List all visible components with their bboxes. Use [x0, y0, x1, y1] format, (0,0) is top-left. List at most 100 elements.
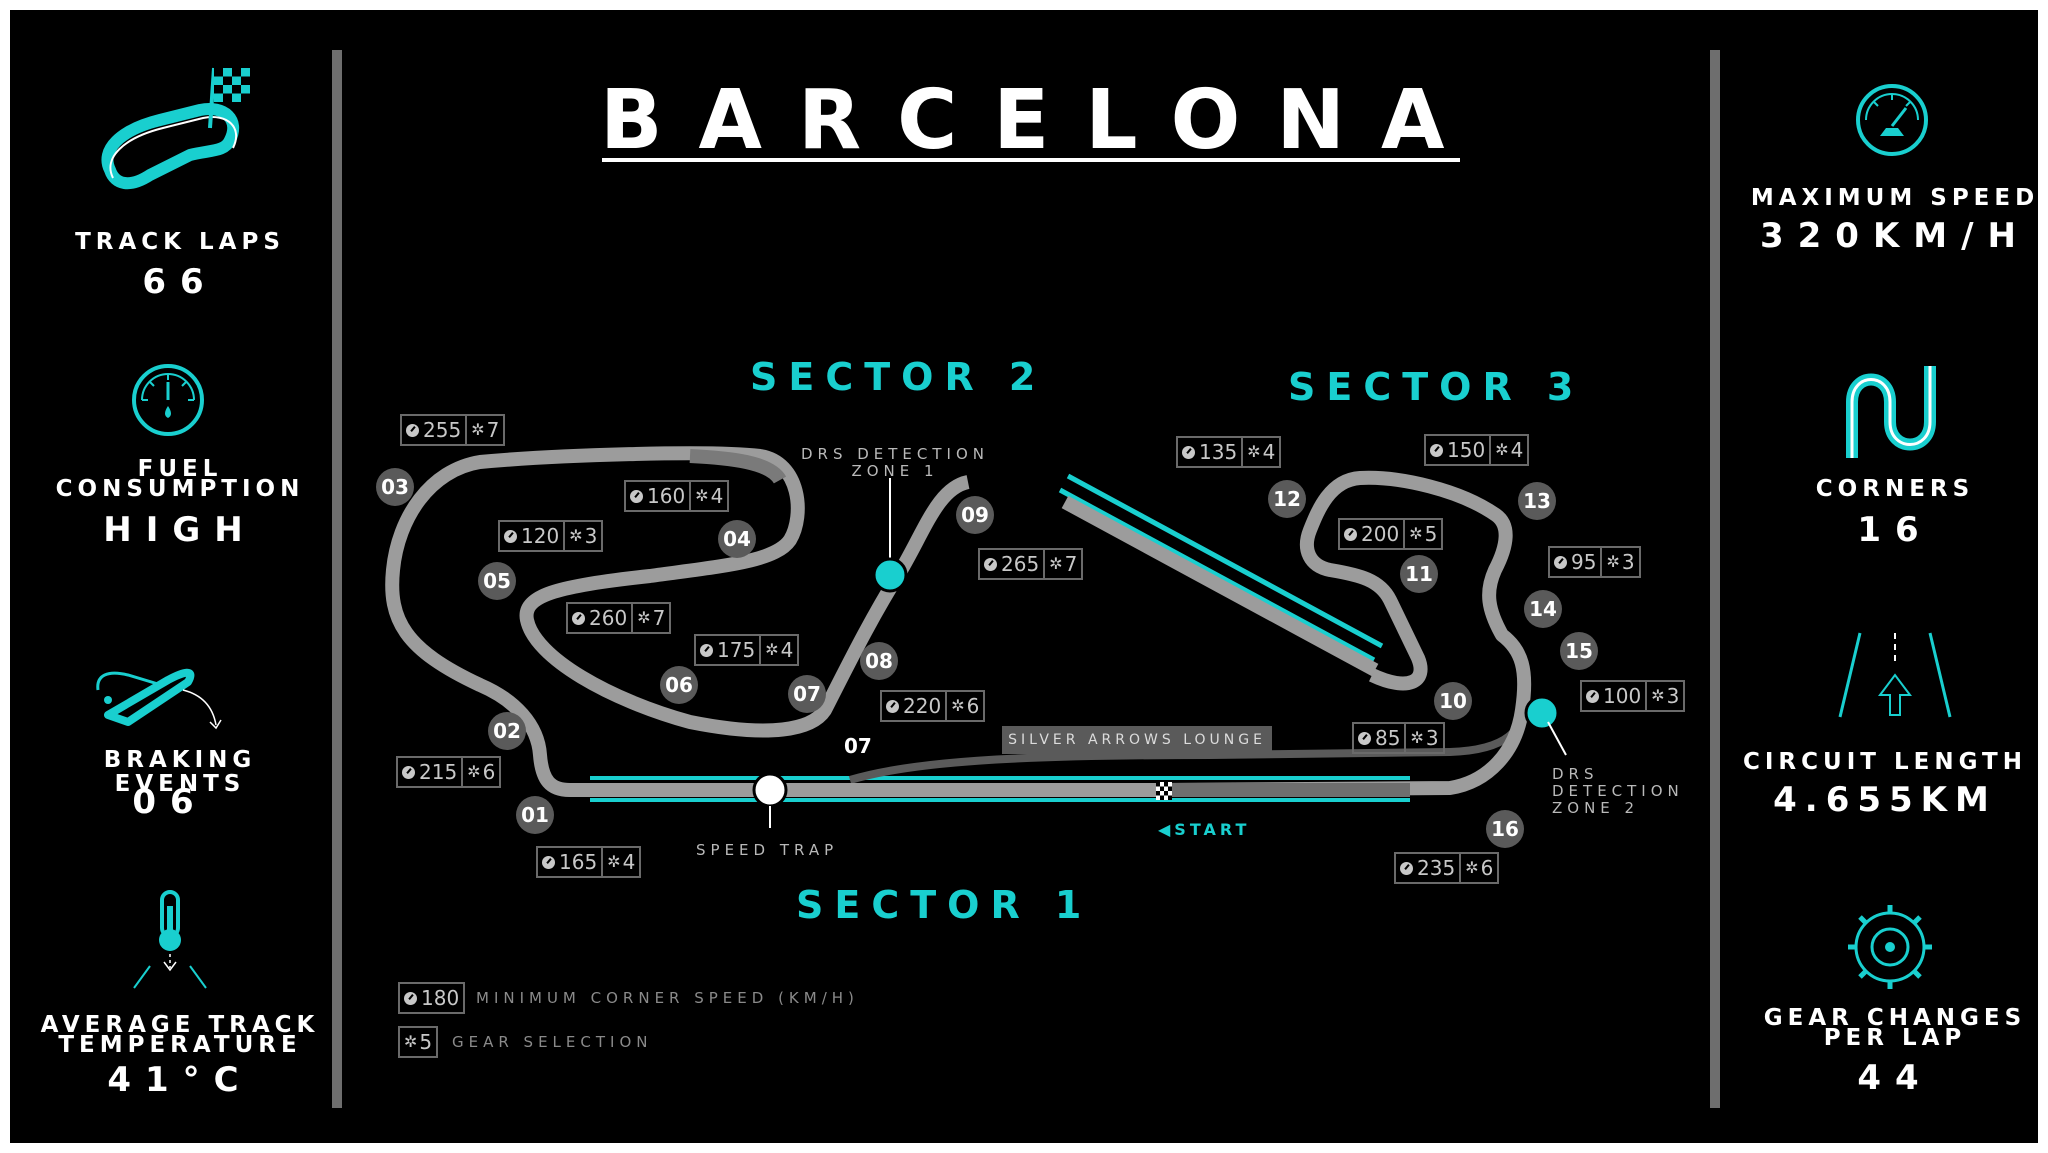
corner-speed: 135 — [1199, 440, 1238, 464]
corner-speed: 260 — [589, 606, 628, 630]
turn-03: 03 — [376, 468, 414, 506]
corner-speed: 255 — [423, 418, 462, 442]
circuit-length-label: CIRCUIT LENGTH — [1743, 749, 2027, 775]
corner-speed: 220 — [903, 694, 942, 718]
corner-gear: 4 — [710, 484, 724, 508]
fuel-label-line-1: FUEL — [137, 456, 223, 482]
speed-icon — [630, 489, 643, 503]
turn-04: 04 — [718, 520, 756, 558]
corners-icon — [1846, 366, 1936, 458]
title-underline — [602, 158, 1460, 162]
right-divider — [1710, 50, 1720, 1108]
gear-selection-icon: ✲ — [404, 1032, 418, 1051]
turn-12: 12 — [1268, 480, 1306, 518]
maximum-speed-value: 320KM/H — [1759, 216, 2031, 256]
corner-speed: 100 — [1603, 684, 1642, 708]
drs-zone-2-marker — [1524, 695, 1560, 731]
corner-04-data: 160 ✲4 — [624, 480, 730, 512]
speed-trap-label: SPEED TRAP — [696, 841, 839, 859]
gear-changes-value: 44 — [1857, 1058, 1933, 1098]
corner-13-data: 150 ✲4 — [1424, 434, 1530, 466]
road-icon — [1838, 632, 1952, 718]
legend-speed-value: 180 — [421, 986, 460, 1010]
turn-07: 07 — [788, 675, 826, 713]
gear-selection-icon: ✲ — [1495, 440, 1509, 459]
maximum-speed-label: MAXIMUM SPEED — [1750, 185, 2038, 211]
corner-gear: 5 — [1424, 522, 1438, 546]
sector-2-title: SECTOR 2 — [750, 355, 1047, 399]
turn-16: 16 — [1486, 810, 1524, 848]
turn-01: 01 — [516, 796, 554, 834]
gear-icon — [1848, 905, 1932, 989]
fuel-label-line-2: CONSUMPTION — [55, 476, 305, 502]
start-line — [1156, 782, 1172, 800]
speed-icon — [1358, 731, 1371, 745]
corners-value: 16 — [1857, 510, 1933, 550]
drs-detection-zone-1-label: DRS DETECTION ZONE 1 — [800, 446, 990, 480]
drs1-line1: DRS DETECTION — [800, 445, 990, 463]
drs1-line2: ZONE 1 — [851, 462, 939, 480]
corner-gear: 6 — [966, 694, 980, 718]
gear-selection-icon: ✲ — [471, 420, 485, 439]
sector-1-title: SECTOR 1 — [796, 883, 1093, 927]
turn-08: 08 — [860, 642, 898, 680]
corner-02-data: 215 ✲6 — [396, 756, 502, 788]
speed-icon — [700, 643, 713, 657]
turn-14: 14 — [1524, 590, 1562, 628]
corner-15-data: 100 ✲3 — [1580, 680, 1686, 712]
corner-gear: 3 — [1425, 726, 1439, 750]
speed-icon — [984, 557, 997, 571]
speed-icon — [1400, 861, 1413, 875]
corner-07-data: 175 ✲4 — [694, 634, 800, 666]
corner-speed: 235 — [1417, 856, 1456, 880]
gear-selection-icon: ✲ — [1606, 552, 1620, 571]
legend-speed-box: 180 — [398, 982, 466, 1014]
corner-gear: 3 — [584, 524, 598, 548]
braking-events-value: 06 — [132, 782, 208, 822]
speed-icon — [402, 765, 415, 779]
turn-10: 10 — [1434, 682, 1472, 720]
corner-gear: 7 — [652, 606, 666, 630]
gear-selection-icon: ✲ — [1651, 686, 1665, 705]
fuel-consumption-value: HIGH — [103, 510, 257, 550]
circuit-length-value: 4.655KM — [1773, 780, 1997, 820]
braking-events-label: BRAKING EVENTS — [103, 747, 257, 797]
turn-13: 13 — [1518, 482, 1556, 520]
drs-detection-zone-2-label: DRS DETECTION ZONE 2 — [1552, 766, 1684, 817]
corner-gear: 4 — [780, 638, 794, 662]
gear-selection-icon: ✲ — [951, 696, 965, 715]
gear-selection-icon: ✲ — [1049, 554, 1063, 573]
gear-selection-icon: ✲ — [637, 608, 651, 627]
drs2-line2: DETECTION — [1552, 782, 1684, 800]
corner-gear: 4 — [622, 850, 636, 874]
corner-03-data: 255 ✲7 — [400, 414, 506, 446]
corners-label: CORNERS — [1815, 476, 1975, 502]
gear-selection-icon: ✲ — [607, 852, 621, 871]
turn-09: 09 — [956, 496, 994, 534]
track-laps-value: 66 — [142, 262, 218, 302]
corner-08-data: 220 ✲6 — [880, 690, 986, 722]
corner-01-data: 165 ✲4 — [536, 846, 642, 878]
gear-selection-icon: ✲ — [1465, 858, 1479, 877]
speed-icon — [572, 611, 585, 625]
corner-speed: 265 — [1001, 552, 1040, 576]
speedometer-icon — [1856, 84, 1928, 156]
legend-gear-value: 5 — [419, 1030, 433, 1054]
corner-speed: 175 — [717, 638, 756, 662]
speed-icon — [1554, 555, 1567, 569]
corner-speed: 120 — [521, 524, 560, 548]
speed-icon — [1182, 445, 1195, 459]
corner-speed: 95 — [1571, 550, 1597, 574]
speed-icon — [504, 529, 517, 543]
drs-zone-1-marker — [872, 557, 908, 593]
fuel-consumption-label: FUEL CONSUMPTION — [40, 457, 320, 501]
corner-16-data: 235 ✲6 — [1394, 852, 1500, 884]
turn-06: 06 — [660, 666, 698, 704]
drs2-line1: DRS — [1552, 765, 1599, 783]
left-divider — [332, 50, 342, 1108]
corner-speed: 165 — [559, 850, 598, 874]
speed-icon — [542, 855, 555, 869]
braking-icon — [96, 668, 222, 730]
speed-icon — [886, 699, 899, 713]
speed-icon — [1344, 527, 1357, 541]
